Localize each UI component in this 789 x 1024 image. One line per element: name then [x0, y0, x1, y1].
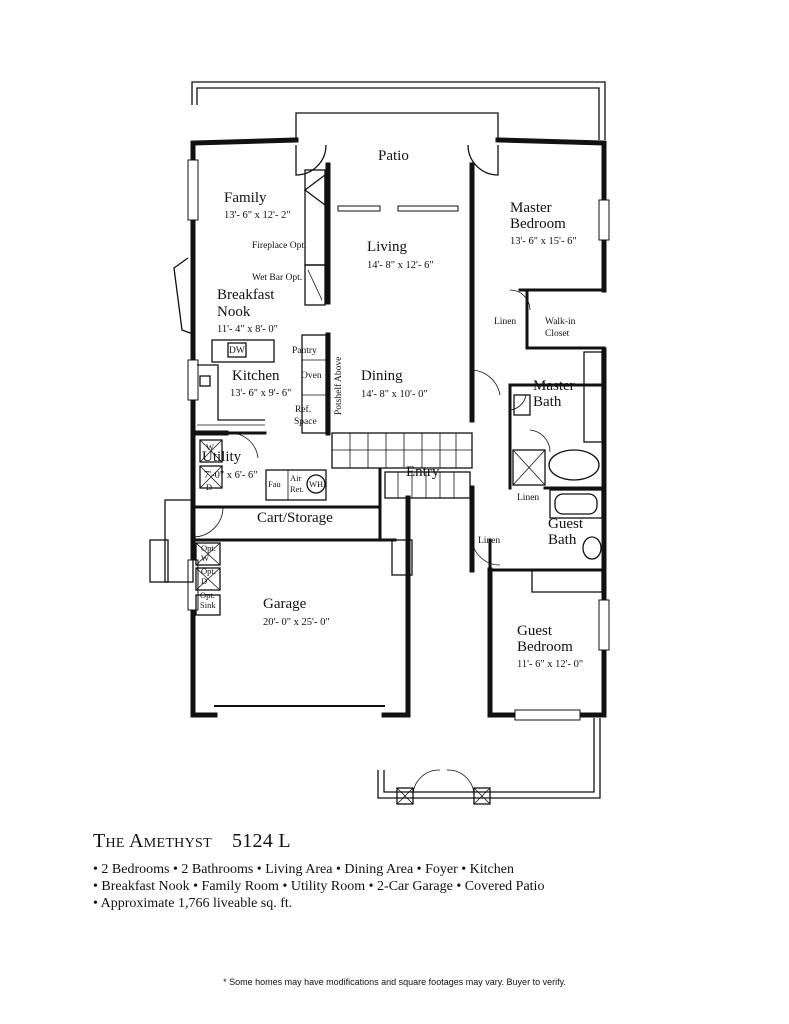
potshelf-label: Potshelf Above: [333, 357, 344, 415]
living-label: Living: [367, 239, 407, 255]
nook-dim: 11'- 4" x 8'- 0": [217, 324, 278, 335]
oven-label: Oven: [301, 371, 322, 381]
kitchen-label: Kitchen: [232, 368, 280, 384]
master-bath-fixtures: [512, 351, 603, 486]
dw-label: DW: [229, 346, 245, 356]
family-dim: 13'- 6" x 12'- 2": [224, 210, 291, 221]
pantry-label: Pantry: [292, 346, 317, 356]
plan-number: 5124 L: [231, 830, 291, 852]
features-line-1: • 2 Bedrooms • 2 Bathrooms • Living Area…: [93, 862, 514, 877]
washer-label: W: [206, 442, 214, 452]
nook-label-2: Nook: [217, 304, 251, 320]
stairs: [331, 432, 473, 469]
fireplace-label: Fireplace Opt.: [252, 241, 306, 251]
family-label: Family: [224, 190, 267, 206]
opt-w-label-1: Opt.: [201, 543, 216, 553]
guest-bath-fixtures: [531, 489, 603, 593]
guest-bedroom-dim: 11'- 6" x 12'- 0": [517, 659, 583, 670]
master-bath-label-2: Bath: [533, 394, 562, 410]
opt-d-label-2: D: [201, 576, 207, 586]
opt-sink-label-2: Sink: [200, 600, 216, 610]
linen-hall-label: Linen: [478, 536, 500, 546]
front-entry: [377, 718, 601, 805]
air-ret-label-2: Ret.: [290, 484, 304, 494]
kitchen-fixtures: [197, 334, 327, 434]
garage-fixtures: [149, 499, 413, 616]
plan-title: The Amethyst 5124 L: [93, 830, 291, 853]
plan-name: The Amethyst: [93, 830, 212, 852]
utility-label: Utility: [202, 449, 242, 465]
cart-storage-label: Cart/Storage: [257, 510, 333, 526]
ref-label-2: Space: [294, 417, 317, 427]
master-bedroom-label-2: Bedroom: [510, 216, 566, 232]
master-bath-label-1: Master: [533, 378, 575, 394]
walk-in-label-1: Walk-in: [545, 317, 576, 327]
entry-label: Entry: [406, 464, 440, 480]
walk-in-label-2: Closet: [545, 329, 570, 339]
patio-outline: [191, 81, 606, 140]
features-line-3: • Approximate 1,766 liveable sq. ft.: [93, 896, 293, 911]
doors: [192, 144, 551, 566]
dining-dim: 14'- 8" x 10'- 0": [361, 389, 428, 400]
ref-label-1: Ref.: [295, 404, 311, 415]
garage-label: Garage: [263, 596, 307, 612]
master-bedroom-label-1: Master: [510, 200, 552, 216]
guest-bedroom-label-2: Bedroom: [517, 639, 573, 655]
guest-bedroom-label-1: Guest: [517, 623, 553, 639]
guest-bath-label-2: Bath: [548, 532, 577, 548]
dryer-label: D: [206, 482, 212, 492]
garage-dim: 20'- 0" x 25'- 0": [263, 617, 330, 628]
dining-label: Dining: [361, 368, 403, 384]
floor-plan: Patio Family 13'- 6" x 12'- 2" Fireplace…: [149, 81, 610, 805]
opt-sink-label-1: Opt.: [200, 590, 215, 600]
utility-dim: 7'-0" x 6'- 6": [204, 470, 257, 481]
opt-d-label-1: Opt.: [201, 566, 216, 576]
disclaimer: * Some homes may have modifications and …: [223, 977, 566, 987]
linen-guest-label: Linen: [517, 493, 539, 503]
nook-label-1: Breakfast: [217, 287, 275, 303]
patio-label: Patio: [378, 148, 409, 164]
air-ret-label-1: Air: [290, 473, 302, 483]
utility-fixtures: [199, 439, 327, 501]
kitchen-dim: 13'- 6" x 9'- 6": [230, 388, 291, 399]
entry-steps: [384, 471, 471, 499]
living-dim: 14'- 8" x 12'- 6": [367, 260, 434, 271]
fireplace: [303, 169, 326, 306]
master-bedroom-dim: 13'- 6" x 15'- 6": [510, 236, 577, 247]
linen-master-label: Linen: [494, 317, 516, 327]
fau-label: Fau: [268, 479, 282, 489]
wet-bar-label: Wet Bar Opt.: [252, 273, 302, 283]
features-line-2: • Breakfast Nook • Family Room • Utility…: [93, 879, 545, 894]
water-heater-label: WH: [309, 479, 323, 489]
guest-bath-label-1: Guest: [548, 516, 584, 532]
opt-w-label-2: W: [201, 553, 209, 563]
